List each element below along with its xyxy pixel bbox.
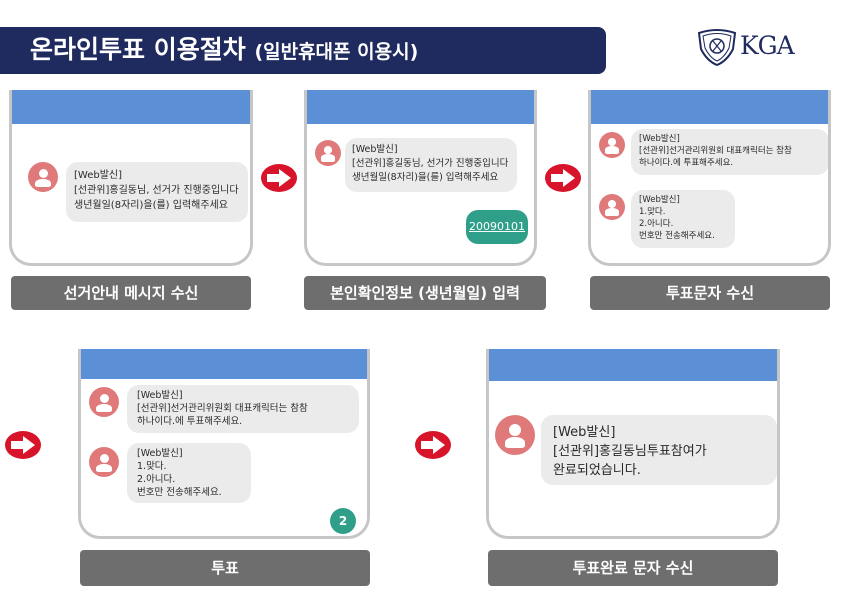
reply-bubble: 2 xyxy=(330,508,356,534)
sender-avatar-icon xyxy=(315,140,341,166)
logo-text: KGA xyxy=(740,31,795,60)
phone-status-bar xyxy=(489,349,777,381)
phone-screen: [Web발신] [선관위]홍길동님, 선거가 진행중입니다 생년월일(8자리)을… xyxy=(307,124,534,263)
step-label-1: 선거안내 메시지 수신 xyxy=(11,276,251,310)
phone-screen: [Web발신] [선관위]선거관리위원회 대표캐릭터는 참참 하나이다.에 투표… xyxy=(591,124,828,263)
message-bubble: [Web발신] [선관위]홍길동님, 선거가 진행중입니다 생년월일(8자리)을… xyxy=(66,162,248,222)
kga-shield-emblem-icon xyxy=(697,29,737,67)
message-bubble: [Web발신] [선관위]선거관리위원회 대표캐릭터는 참참 하나이다.에 투표… xyxy=(631,129,828,175)
title-subtitle: (일반휴대폰 이용시) xyxy=(254,41,419,63)
title-main: 온라인투표 이용절차 xyxy=(30,35,246,64)
step-label-2: 본인확인정보 (생년월일) 입력 xyxy=(304,276,546,310)
phone-status-bar xyxy=(307,90,534,124)
phone-status-bar xyxy=(591,90,828,124)
message-bubble: [Web발신] 1.맞다. 2.아니다. 번호만 전송해주세요. xyxy=(127,443,251,503)
next-step-arrow-icon xyxy=(261,164,297,192)
next-step-arrow-icon xyxy=(415,431,451,459)
phone-status-bar xyxy=(12,90,250,124)
phone-step-3: [Web발신] [선관위]선거관리위원회 대표캐릭터는 참참 하나이다.에 투표… xyxy=(588,90,831,266)
message-bubble: [Web발신] [선관위]선거관리위원회 대표캐릭터는 참참 하나이다.에 투표… xyxy=(127,385,359,433)
sender-avatar-icon xyxy=(89,387,119,417)
message-bubble: [Web발신] [선관위]홍길동님투표참여가 완료되었습니다. xyxy=(541,415,777,485)
page-title: 온라인투표 이용절차 (일반휴대폰 이용시) xyxy=(30,31,418,71)
message-bubble: [Web발신] [선관위]홍길동님, 선거가 진행중입니다 생년월일(8자리)을… xyxy=(345,138,517,192)
phone-step-2: [Web발신] [선관위]홍길동님, 선거가 진행중입니다 생년월일(8자리)을… xyxy=(304,90,537,266)
sender-avatar-icon xyxy=(599,194,625,220)
next-step-arrow-icon xyxy=(545,164,581,192)
phone-screen: [Web발신] [선관위]선거관리위원회 대표캐릭터는 참참 하나이다.에 투표… xyxy=(81,379,367,536)
step-label-5: 투표완료 문자 수신 xyxy=(488,550,778,586)
step-label-4: 투표 xyxy=(80,550,370,586)
phone-step-1: [Web발신] [선관위]홍길동님, 선거가 진행중입니다 생년월일(8자리)을… xyxy=(9,90,253,266)
phone-step-5: [Web발신] [선관위]홍길동님투표참여가 완료되었습니다. xyxy=(486,349,780,539)
reply-bubble: 20090101 xyxy=(466,210,528,244)
sender-avatar-icon xyxy=(599,132,625,158)
phone-screen: [Web발신] [선관위]홍길동님투표참여가 완료되었습니다. xyxy=(489,381,777,536)
sender-avatar-icon xyxy=(495,415,535,455)
phone-status-bar xyxy=(81,349,367,379)
step-label-3: 투표문자 수신 xyxy=(590,276,830,310)
sender-avatar-icon xyxy=(28,162,58,192)
phone-screen: [Web발신] [선관위]홍길동님, 선거가 진행중입니다 생년월일(8자리)을… xyxy=(12,124,250,263)
sender-avatar-icon xyxy=(89,447,119,477)
next-step-arrow-icon xyxy=(5,431,41,459)
title-banner xyxy=(0,27,606,74)
phone-step-4: [Web발신] [선관위]선거관리위원회 대표캐릭터는 참참 하나이다.에 투표… xyxy=(78,349,370,539)
message-bubble: [Web발신] 1.맞다. 2.아니다. 번호만 전송해주세요. xyxy=(631,190,735,248)
